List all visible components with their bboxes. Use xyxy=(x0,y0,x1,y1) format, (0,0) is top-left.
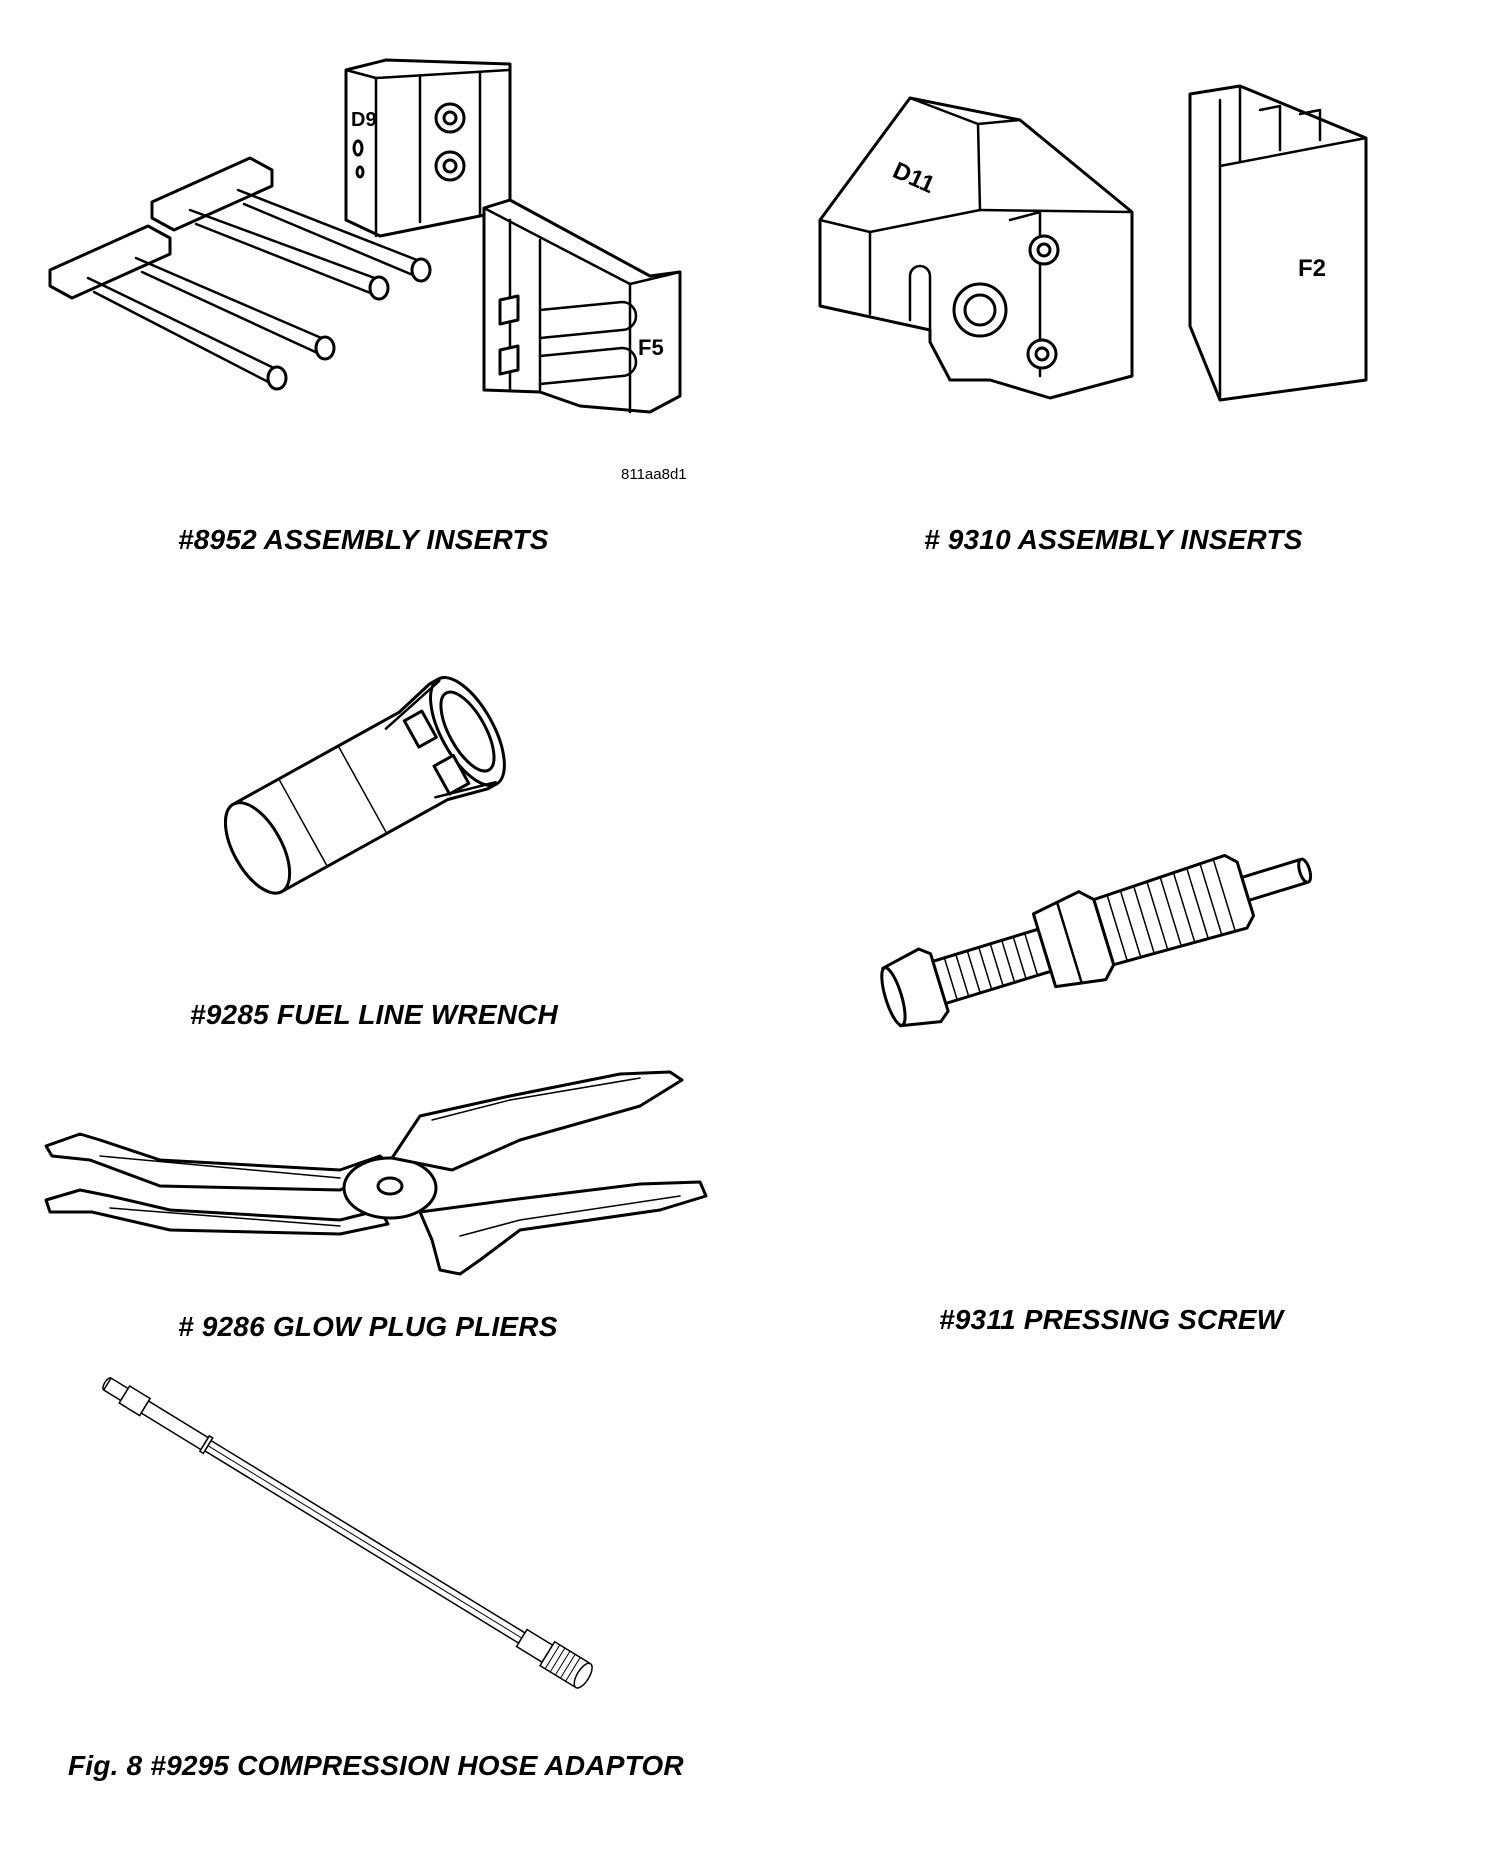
assembly-inserts-8952-illustration: D9 F5 xyxy=(40,40,720,440)
glow-plug-pliers-illustration xyxy=(40,1060,720,1280)
caption-9286-glow-plug-pliers: # 9286 GLOW PLUG PLIERS xyxy=(178,1311,558,1342)
fuel-line-wrench-illustration xyxy=(180,590,580,970)
caption-9311-pressing-screw: #9311 PRESSING SCREW xyxy=(939,1304,1284,1335)
assembly-inserts-9310-illustration: D11 F2 xyxy=(810,80,1410,420)
pressing-screw-illustration xyxy=(870,830,1350,1028)
d9-label: D9 xyxy=(351,109,377,131)
pin-set-front xyxy=(48,224,336,391)
insert-block-f2: F2 xyxy=(1188,84,1368,402)
pin-set-rear xyxy=(150,156,432,301)
f5-label: F5 xyxy=(638,335,664,360)
figure-caption-9295-compression-hose-adaptor: Fig. 8 #9295 COMPRESSION HOSE ADAPTOR xyxy=(68,1750,684,1781)
figure-code: 811aa8d1 xyxy=(621,466,687,483)
insert-block-f5: F5 xyxy=(482,198,682,414)
compression-hose-adaptor-illustration xyxy=(80,1370,660,1720)
thread-large xyxy=(1092,853,1256,967)
f2-label: F2 xyxy=(1298,255,1326,282)
insert-block-d9: D9 xyxy=(344,58,512,238)
insert-block-d11: D11 xyxy=(818,96,1134,400)
caption-9310-assembly-inserts: # 9310 ASSEMBLY INSERTS xyxy=(924,524,1303,555)
caption-9285-fuel-line-wrench: #9285 FUEL LINE WRENCH xyxy=(190,999,558,1030)
caption-8952-assembly-inserts: #8952 ASSEMBLY INSERTS xyxy=(178,524,549,555)
thread-small xyxy=(931,927,1053,1005)
